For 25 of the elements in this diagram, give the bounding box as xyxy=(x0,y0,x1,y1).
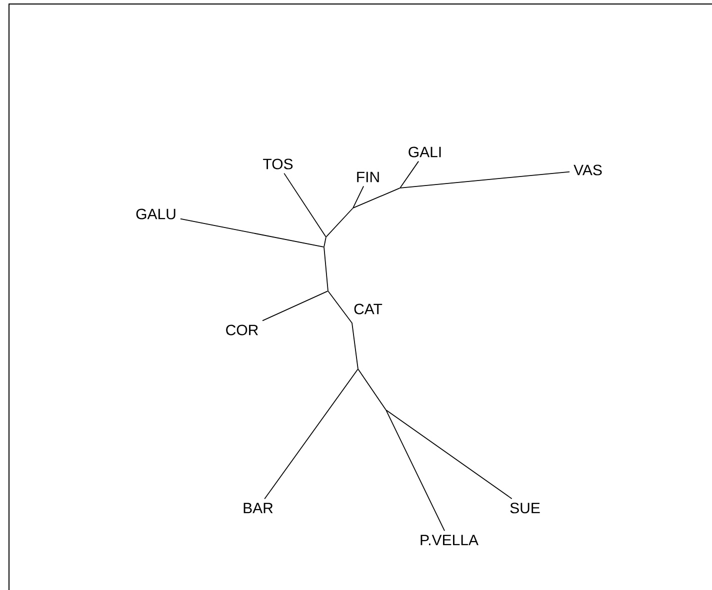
branch-line xyxy=(284,172,326,238)
branch-line xyxy=(324,237,326,247)
branch-line xyxy=(400,171,570,188)
branch-line xyxy=(358,368,386,410)
taxon-label: BAR xyxy=(244,502,273,514)
taxon-label: TOS xyxy=(263,158,293,170)
taxon-label: SUE xyxy=(510,502,540,514)
branch-line xyxy=(353,188,400,208)
branch-line xyxy=(324,247,328,291)
taxon-label: P.VELLA xyxy=(420,534,478,546)
branch-line xyxy=(400,160,419,188)
taxon-label: FIN xyxy=(357,172,379,182)
branch-line xyxy=(386,410,512,500)
branch-line xyxy=(180,218,324,248)
branch-line xyxy=(328,290,358,369)
branch-line xyxy=(262,290,328,322)
taxon-label: COR xyxy=(226,324,258,336)
branch-line xyxy=(326,208,354,238)
branch-line xyxy=(352,186,364,208)
branch-line xyxy=(264,368,358,500)
taxon-label: GALI xyxy=(408,146,441,158)
taxon-label: VAS xyxy=(574,164,602,176)
branch-label: CAT xyxy=(354,304,382,314)
taxon-label: GALU xyxy=(136,208,176,220)
branch-line xyxy=(386,410,446,532)
